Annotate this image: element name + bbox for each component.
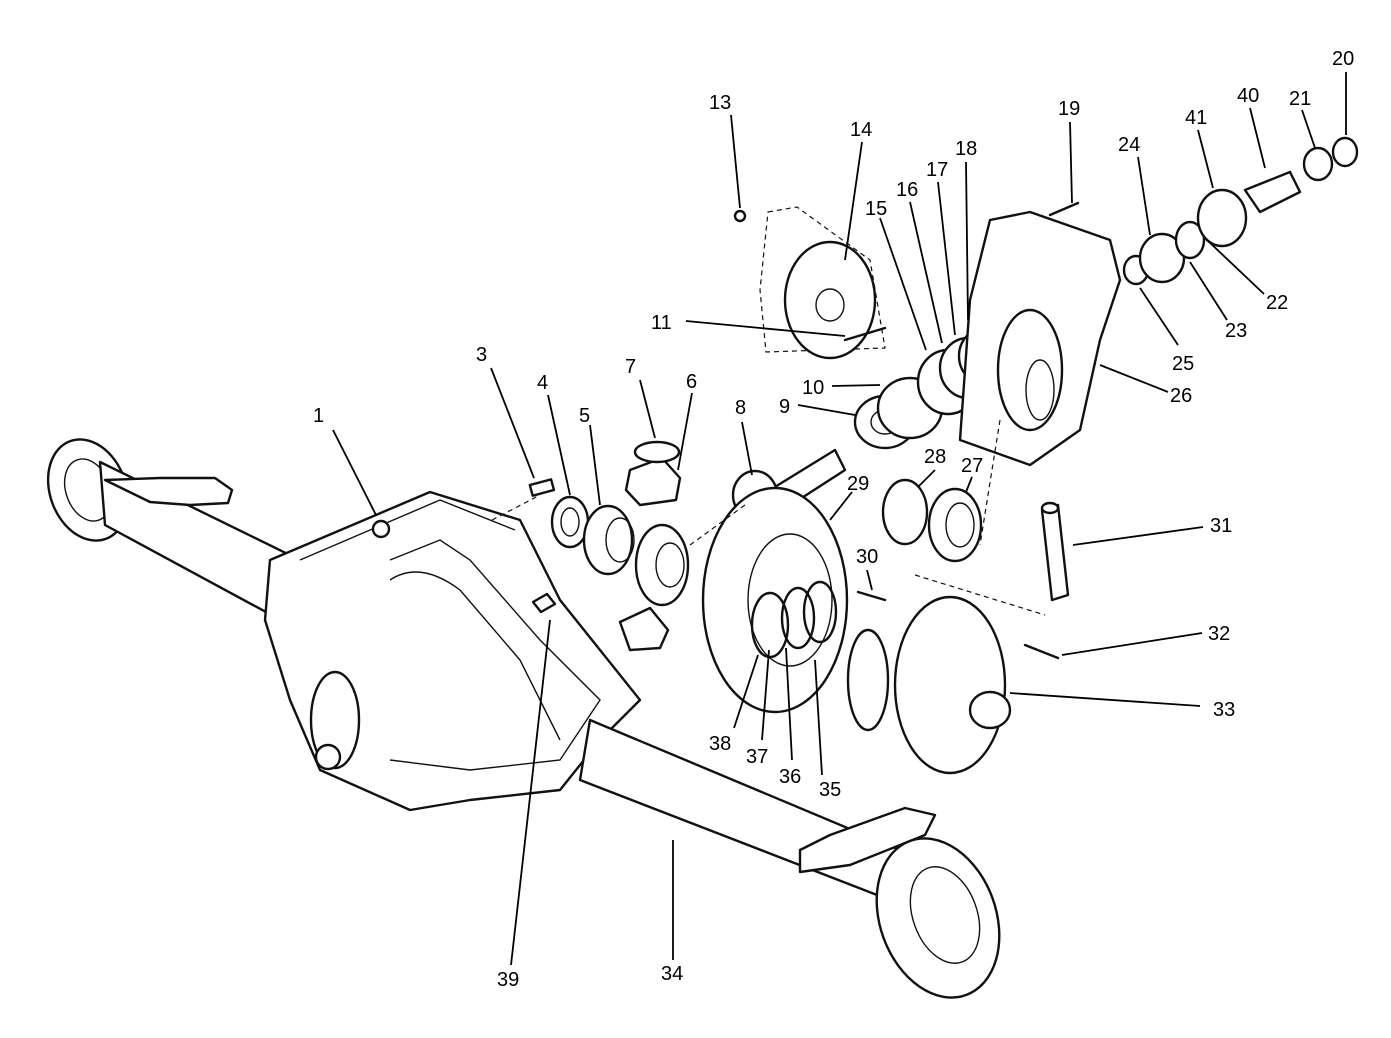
callout-26: 26 <box>1170 385 1192 407</box>
callout-20: 20 <box>1332 48 1354 70</box>
callout-41: 41 <box>1185 107 1207 129</box>
callout-14: 14 <box>850 119 872 141</box>
callout-33: 33 <box>1213 699 1235 721</box>
callout-32: 32 <box>1208 623 1230 645</box>
ring-gear <box>701 486 849 714</box>
callout-8: 8 <box>735 397 746 419</box>
callout-25: 25 <box>1172 353 1194 375</box>
callout-36: 36 <box>779 766 801 788</box>
callout-13: 13 <box>709 92 731 114</box>
callout-19: 19 <box>1058 98 1080 120</box>
callout-4: 4 <box>537 372 548 394</box>
callout-37: 37 <box>746 746 768 768</box>
callout-9: 9 <box>779 396 790 418</box>
callout-34: 34 <box>661 963 683 985</box>
callout-28: 28 <box>924 446 946 468</box>
callout-17: 17 <box>926 159 948 181</box>
callout-11: 11 <box>651 312 672 334</box>
callout-3: 3 <box>476 344 487 366</box>
callout-38: 38 <box>709 733 731 755</box>
axle-housing <box>46 438 1001 999</box>
differential-gears <box>528 440 690 652</box>
callout-22: 22 <box>1266 292 1288 314</box>
leader-lines <box>332 72 1347 966</box>
callout-21: 21 <box>1289 88 1311 110</box>
callout-5: 5 <box>579 405 590 427</box>
differential-case <box>846 590 1060 775</box>
callout-39: 39 <box>497 969 519 991</box>
callouts: 1 3 4 5 6 7 8 9 10 11 13 14 15 16 17 18 … <box>313 48 1354 991</box>
callout-30: 30 <box>856 546 878 568</box>
cover-plate <box>733 206 887 360</box>
cross-shaft-pin <box>1040 501 1070 602</box>
yoke-assembly <box>1122 136 1359 286</box>
callout-10: 10 <box>802 377 824 399</box>
callout-27: 27 <box>961 455 983 477</box>
callout-29: 29 <box>847 473 869 495</box>
side-bearing <box>881 478 983 563</box>
callout-23: 23 <box>1225 320 1247 342</box>
carrier-housing <box>958 201 1122 467</box>
callout-6: 6 <box>686 371 697 393</box>
callout-1: 1 <box>313 405 324 427</box>
callout-7: 7 <box>625 356 636 378</box>
callout-18: 18 <box>955 138 977 160</box>
callout-24: 24 <box>1118 134 1140 156</box>
callout-35: 35 <box>819 779 841 801</box>
callout-15: 15 <box>865 198 887 220</box>
callout-40: 40 <box>1237 85 1259 107</box>
callout-16: 16 <box>896 179 918 201</box>
callout-31: 31 <box>1210 515 1232 537</box>
